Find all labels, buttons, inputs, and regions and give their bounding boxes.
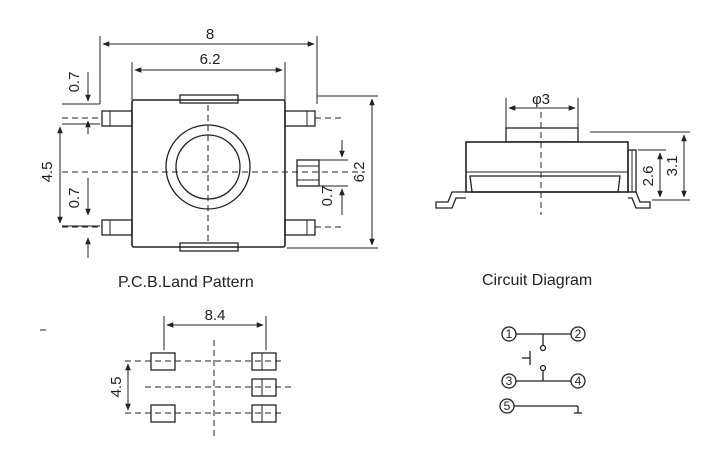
pcb-land-pattern-caption: P.C.B.Land Pattern — [118, 274, 254, 291]
pin-right-top — [284, 110, 316, 127]
pin-right-middle — [296, 159, 320, 187]
pin-left-bottom — [101, 219, 133, 236]
circuit-diagram: 1 2 3 4 5 — [499, 326, 586, 414]
pad-left-top — [150, 352, 176, 371]
dim-body-height: 6.2 — [351, 162, 368, 183]
dim-top-offset: 0.7 — [66, 72, 83, 93]
pin-5-label: 5 — [504, 399, 511, 413]
dim-body-height-side: 2.6 — [640, 166, 657, 187]
circuit-diagram-caption: Circuit Diagram — [482, 272, 592, 289]
dim-left-pitch: 4.5 — [39, 162, 56, 183]
dim-body-width: 6.2 — [200, 51, 221, 68]
dim-pad-pitch: 4.5 — [108, 377, 125, 398]
pcb-land-pattern: 8.4 4.5 — [108, 307, 295, 440]
pin-right-bottom — [284, 219, 316, 236]
dim-total-width: 8 — [206, 26, 214, 43]
dim-pad-span: 8.4 — [205, 307, 226, 324]
button-plunger — [505, 127, 579, 143]
dim-left-pin: 0.7 — [66, 188, 83, 209]
pin-4-label: 4 — [575, 374, 582, 388]
pin-left-top — [101, 110, 133, 127]
pin-3-label: 3 — [506, 374, 513, 388]
pin-2-label: 2 — [575, 327, 582, 341]
dim-total-height: 3.1 — [664, 156, 681, 177]
lead-left — [435, 191, 466, 209]
pin-1-label: 1 — [506, 327, 513, 341]
dim-right-pin: 0.7 — [319, 186, 336, 207]
pad-left-bottom — [150, 404, 176, 423]
lead-right — [628, 191, 651, 209]
switch-body-top — [131, 99, 286, 248]
top-view: 8 6.2 — [39, 26, 378, 258]
switch-body-side — [465, 141, 629, 193]
dim-button-diameter: φ3 — [532, 91, 550, 108]
side-view: φ3 2.6 3.1 — [435, 91, 690, 215]
